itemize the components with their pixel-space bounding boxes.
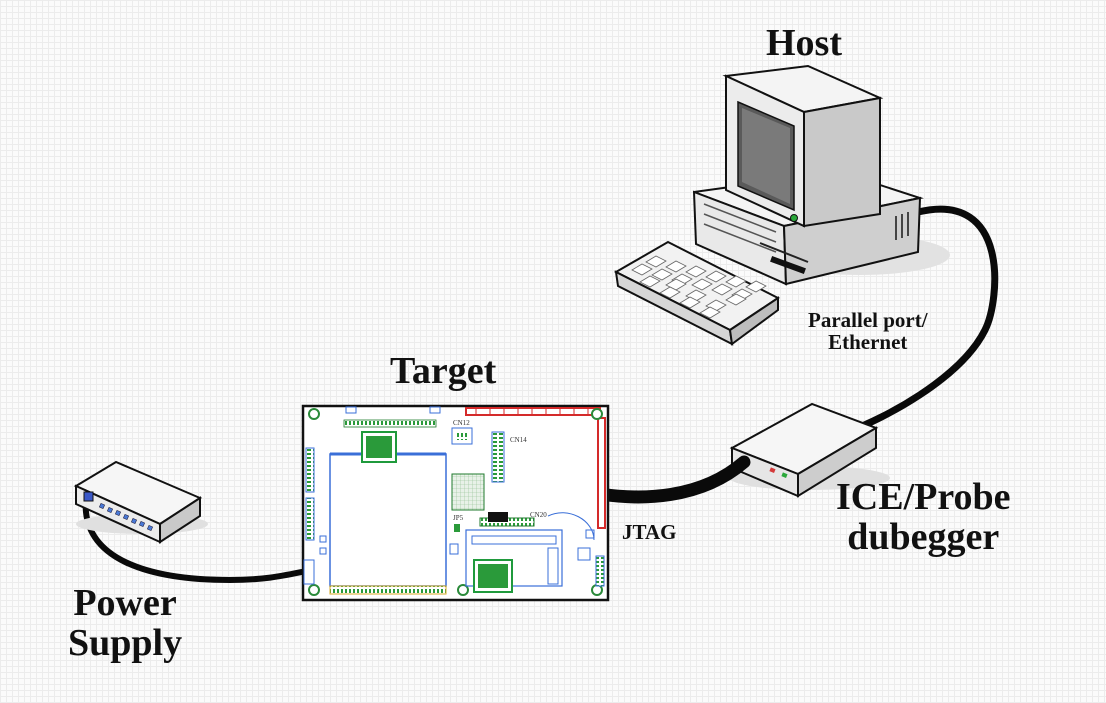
parallel-port-label-line-1: Parallel port/ xyxy=(808,308,928,332)
target-label: Target xyxy=(390,350,497,392)
power-supply-label: Power Supply xyxy=(68,582,183,664)
power-supply-label-line-1: Power xyxy=(73,582,177,624)
power-supply-box-icon xyxy=(73,460,208,544)
cn20-label: CN20 xyxy=(530,511,547,519)
ice-probe-label: ICE/Probe dubegger xyxy=(836,476,1011,558)
jtag-plug xyxy=(488,512,508,522)
ice-probe-label-line-2: dubegger xyxy=(847,515,1000,558)
host-to-probe-cable xyxy=(848,205,999,434)
jtag-label: JTAG xyxy=(622,520,677,544)
parallel-port-label-line-2: Ethernet xyxy=(828,330,908,355)
host-computer xyxy=(613,64,950,346)
cables xyxy=(82,205,999,584)
host-label: Host xyxy=(766,22,842,64)
circuit-board-icon: CN12 CN14 JP5 CN20 xyxy=(301,404,610,602)
keyboard-icon xyxy=(613,240,780,346)
power-supply-label-line-2: Supply xyxy=(68,621,183,664)
power-cable xyxy=(82,495,315,584)
ice-probe-label-line-1: ICE/Probe xyxy=(836,476,1011,518)
cn12-label: CN12 xyxy=(453,419,470,427)
host-monitor xyxy=(722,64,884,228)
cn14-label: CN14 xyxy=(510,436,527,444)
jp5-label: JP5 xyxy=(453,514,464,522)
parallel-port-label: Parallel port/ Ethernet xyxy=(808,309,928,353)
